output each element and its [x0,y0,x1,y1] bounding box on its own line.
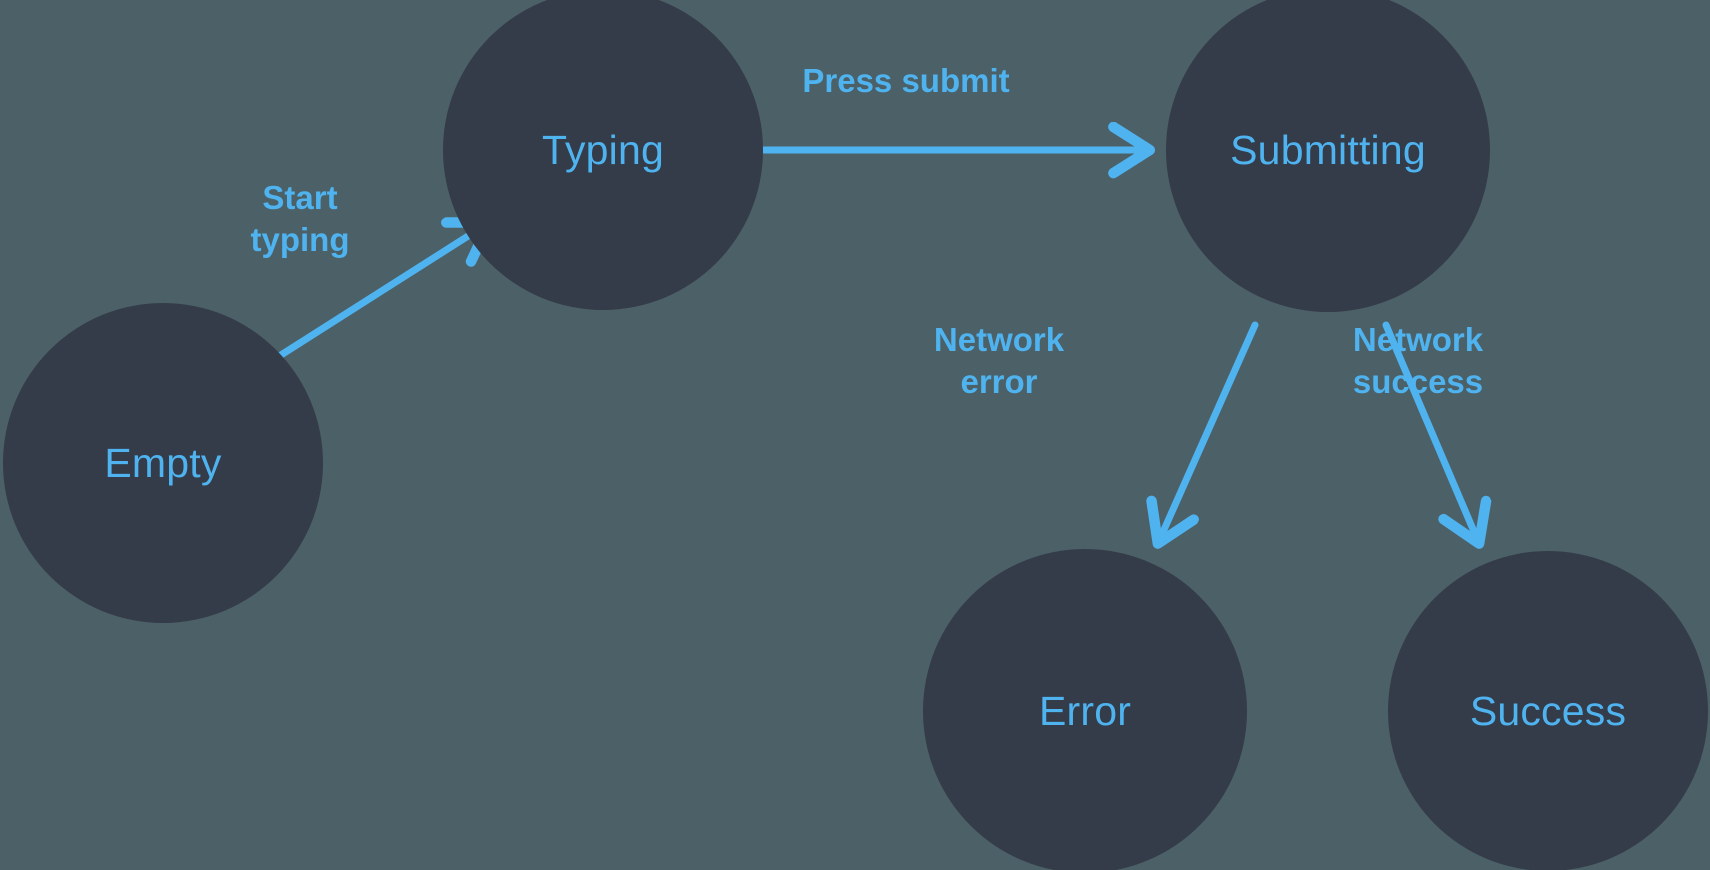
state-node-error[interactable]: Error [923,549,1247,870]
state-node-label: Empty [104,439,222,486]
edge-line [1159,321,1259,541]
state-node-label: Submitting [1230,126,1426,173]
state-node-label: Error [1038,687,1132,734]
edge-label-press-submit: Press submit [802,61,1010,99]
edge-label-start-typing: Start typing [250,178,350,258]
state-node-label: Typing [542,126,664,173]
state-node-empty[interactable]: Empty [3,303,323,623]
edge-line [277,224,487,359]
state-node-submitting[interactable]: Submitting [1166,0,1490,312]
edge-label-network-error: Network error [933,320,1065,400]
state-node-success[interactable]: Success [1388,551,1708,870]
edge-label-network-success: Network success [1352,320,1484,400]
state-node-label: Success [1469,687,1627,734]
state-node-typing[interactable]: Typing [443,0,763,310]
edge-line [1382,321,1478,541]
